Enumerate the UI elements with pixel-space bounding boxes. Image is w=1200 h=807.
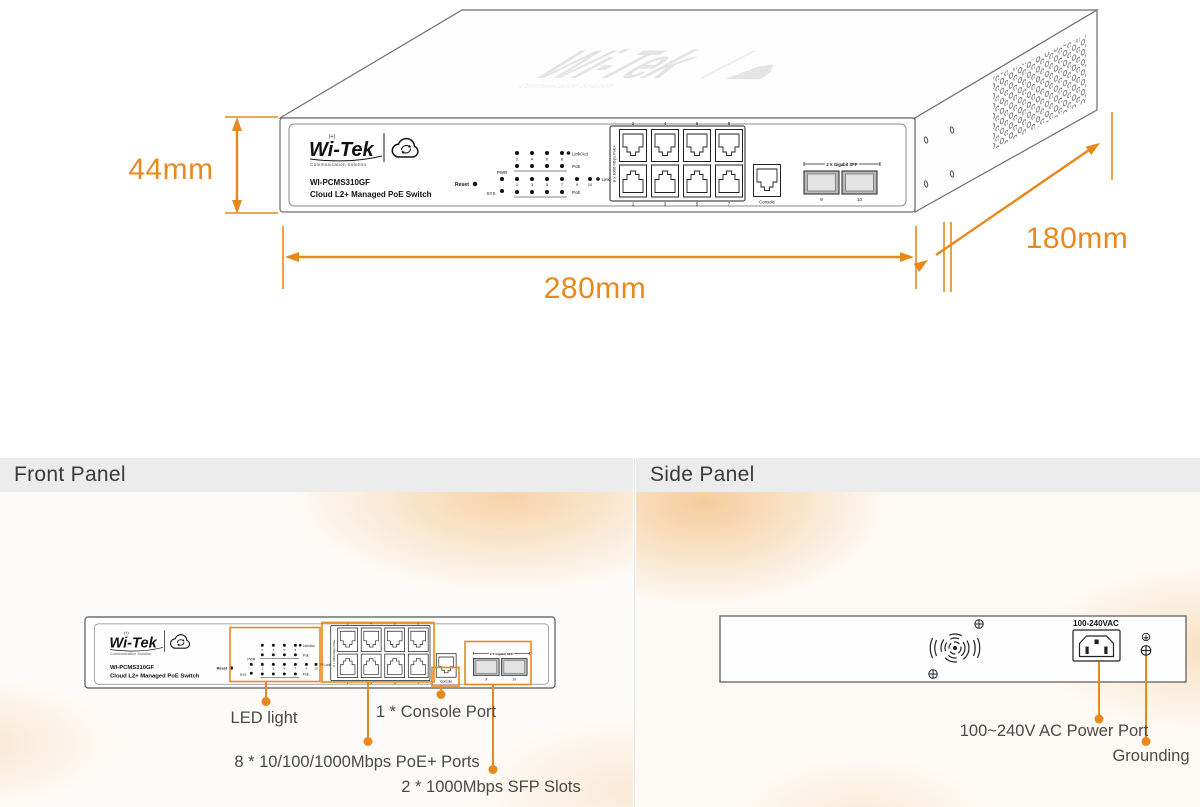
dimension-width-label: 280mm: [544, 272, 647, 305]
front-panel-figure: LED light 1 * Console Port 8 * 10/100/10…: [84, 616, 581, 796]
annotation-sfp: 2 * 1000Mbps SFP Slots: [401, 778, 580, 796]
side-panel-figure: 100-240VAC 100~240V AC Power Port: [719, 615, 1190, 765]
side-panel-section: 100-240VAC 100~240V AC Power Port: [636, 490, 1200, 807]
callout-leaders: [1094, 655, 1151, 746]
annotation-power: 100~240V AC Power Port: [960, 722, 1149, 740]
dimension-depth-label: 180mm: [1026, 222, 1129, 255]
annotation-console: 1 * Console Port: [376, 703, 497, 721]
height-dimension: 44mm: [128, 116, 278, 214]
side-panel-header: Side Panel: [636, 458, 1200, 492]
switch-3d-drawing: Wi-Tek / ☁ Communication Solution: [277, 8, 1100, 214]
ac-power-inlet: 100-240VAC: [1072, 619, 1121, 662]
dimension-height-label: 44mm: [128, 153, 213, 186]
screw-icon: [928, 669, 938, 679]
dimension-diagram: (+) Wi-Tek Communication Solution WI-PCM…: [128, 8, 1129, 305]
screw-icon: [974, 619, 984, 629]
grounding-symbol: [1141, 632, 1151, 642]
fan-icon: [929, 633, 981, 663]
section-divider: [634, 458, 635, 807]
depth-dimension: 180mm: [913, 112, 1129, 292]
annotation-grounding: Grounding: [1112, 747, 1189, 765]
grounding-screw-icon: [1140, 645, 1152, 656]
annotation-led: LED light: [231, 709, 298, 727]
callout-boxes: [229, 621, 532, 687]
callout-leaders: [261, 681, 498, 774]
front-panel-header: Front Panel: [0, 458, 633, 492]
width-dimension: 280mm: [282, 226, 917, 305]
watermark-tagline: Communication Solution: [514, 83, 618, 90]
annotation-poe-ports: 8 * 10/100/1000Mbps PoE+ Ports: [234, 753, 479, 771]
ac-rating-label: 100-240VAC: [1073, 619, 1119, 628]
side-vent: [923, 35, 1086, 188]
front-panel-section: LED light 1 * Console Port 8 * 10/100/10…: [0, 490, 633, 807]
